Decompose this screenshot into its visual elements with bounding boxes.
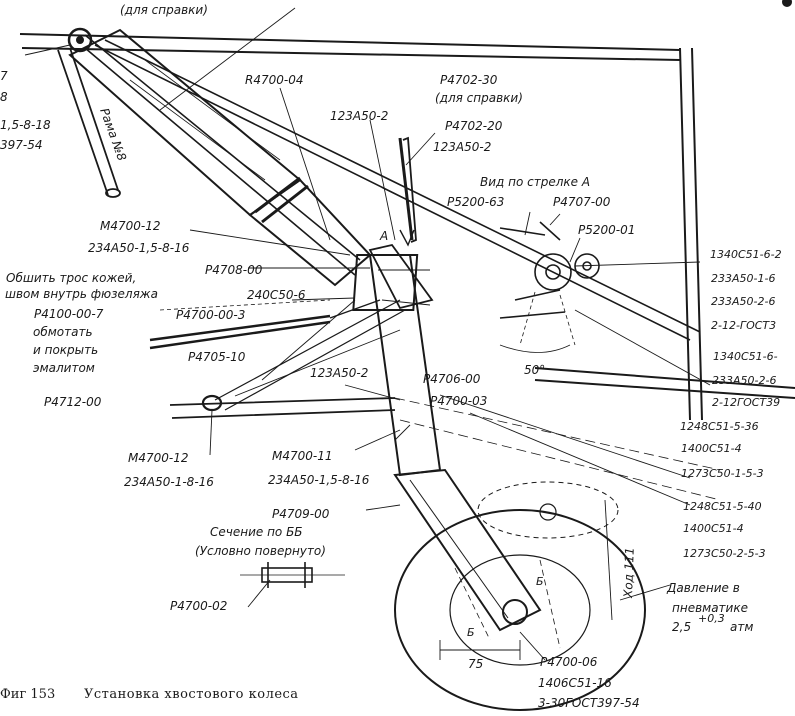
- pressure-tolerance: +0,3: [698, 612, 725, 625]
- callout-g4-2: 1400C51-4: [683, 522, 744, 535]
- dimension-lines: [439, 499, 613, 660]
- label-234a50-upper: 234A50-1,5-8-16: [88, 241, 190, 255]
- dimension-75: 75: [468, 657, 483, 671]
- label-m4700-11: M4700-11: [272, 449, 333, 463]
- section-mark-b-2: Б: [467, 626, 475, 639]
- label-1406c51-16: 1406C51-16: [538, 676, 612, 690]
- label-ref-note-2: (для справки): [435, 91, 523, 105]
- cable-note-1: Обшить трос кожей,: [6, 271, 136, 285]
- label-mark-a: A: [379, 229, 388, 243]
- left-partial-1: 7: [0, 69, 8, 83]
- pivot-bar: [84, 34, 361, 276]
- tail-wheel: [394, 481, 646, 711]
- callout-g4-3: 1273C50-2-5-3: [683, 547, 766, 560]
- callout-g4-1: 1248C51-5-40: [683, 500, 762, 513]
- pressure-line-1: Давление в: [666, 581, 740, 595]
- callout-g2-2: 233A50-2-6: [712, 374, 776, 387]
- tail-wheel-leg: [352, 254, 442, 477]
- label-p4702-30: P4702-30: [440, 73, 498, 87]
- pressure-line-2: пневматике: [672, 601, 748, 615]
- label-p4100-00-7: P4100-00-7: [34, 307, 104, 321]
- label-r4700-04: R4700-04: [245, 73, 303, 87]
- left-partial-2: 8: [0, 90, 8, 104]
- label-234a50-m11: 234A50-1,5-8-16: [268, 473, 370, 487]
- angle-50: 50°: [524, 363, 545, 377]
- callout-g1-3: 233A50-2-6: [711, 295, 775, 308]
- frame-8-tube: [57, 47, 121, 198]
- direction-arrow-a: [399, 229, 415, 247]
- corner-mark: [782, 0, 792, 7]
- label-p4708-00: P4708-00: [205, 263, 263, 277]
- figure-number: Фиг 153: [0, 687, 55, 702]
- cable-assembly: [149, 299, 381, 350]
- callout-g2-1: 1340C51-6-: [713, 350, 778, 363]
- label-p4700-02: P4700-02: [170, 599, 227, 613]
- fuselage-frame: [19, 33, 795, 421]
- label-p4700-06: P4700-06: [540, 655, 598, 669]
- callout-g1-4: 2-12-ГОСТ3: [711, 319, 776, 332]
- label-p4700-03: P4700-03: [430, 394, 487, 408]
- callout-g1-2: 233A50-1-6: [711, 272, 775, 285]
- upper-bracket: [368, 136, 434, 310]
- label-p5200-01: P5200-01: [578, 223, 635, 237]
- label-240c50-6: 240C50-6: [247, 288, 306, 302]
- label-p4702-20: P4702-20: [445, 119, 503, 133]
- callout-g1-1: 1340C51-6-2: [710, 248, 782, 261]
- label-123a50-2-mid: 123A50-2: [310, 366, 368, 380]
- label-123a50-2-top: 123A50-2: [330, 109, 388, 123]
- label-m4700-12-upper: M4700-12: [100, 219, 161, 233]
- wrap-note-1: обмотать: [33, 325, 93, 339]
- section-subtitle: (Условно повернуто): [195, 544, 326, 558]
- section-title: Сечение по ББ: [210, 525, 303, 539]
- label-m4700-12-lower: M4700-12: [128, 451, 189, 465]
- label-p5200-63: P5200-63: [447, 195, 504, 209]
- callout-g3-3: 1273C50-1-5-3: [681, 467, 764, 480]
- label-123a50-2-b: 123A50-2: [433, 140, 491, 154]
- section-bb-detail: [240, 562, 345, 588]
- wrap-note-2: и покрыть: [33, 343, 98, 357]
- wheel-travel: Ход 111: [621, 547, 637, 599]
- leader-lines: [24, 7, 711, 661]
- callout-g2-3: 2-12ГОСТ39: [712, 396, 780, 409]
- label-234a50-lower: 234A50-1-8-16: [124, 475, 214, 489]
- label-p4706-00: P4706-00: [423, 372, 481, 386]
- view-a-title: Вид по стрелке А: [480, 175, 590, 189]
- shock-strut: [68, 28, 372, 287]
- label-p4709-00: P4709-00: [272, 507, 330, 521]
- reference-note-top: (для справки): [120, 3, 208, 17]
- label-p4700-00-3: P4700-00-3: [176, 308, 245, 322]
- pressure-value: 2,5: [672, 620, 691, 634]
- wrap-note-3: эмалитом: [33, 361, 95, 375]
- label-p4712-00: P4712-00: [44, 395, 102, 409]
- figure-title: Установка хвостового колеса: [84, 687, 299, 702]
- callout-g3-1: 1248C51-5-36: [680, 420, 759, 433]
- frame-8-label: Рама №8: [97, 106, 129, 163]
- left-partial-3: 1,5-8-18: [0, 118, 51, 132]
- section-mark-b-1: Б: [536, 575, 544, 588]
- pressure-unit: атм: [730, 620, 753, 634]
- wheel-fork: [393, 468, 542, 632]
- label-p4707-00: P4707-00: [553, 195, 611, 209]
- cable-note-2: швом внутрь фюзеляжа: [5, 287, 158, 301]
- label-p4705-10: P4705-10: [188, 350, 246, 364]
- label-gost-397-54: 3-30ГОСТ397-54: [538, 696, 640, 710]
- left-partial-4: 397-54: [0, 138, 43, 152]
- callout-g3-2: 1400C51-4: [681, 442, 742, 455]
